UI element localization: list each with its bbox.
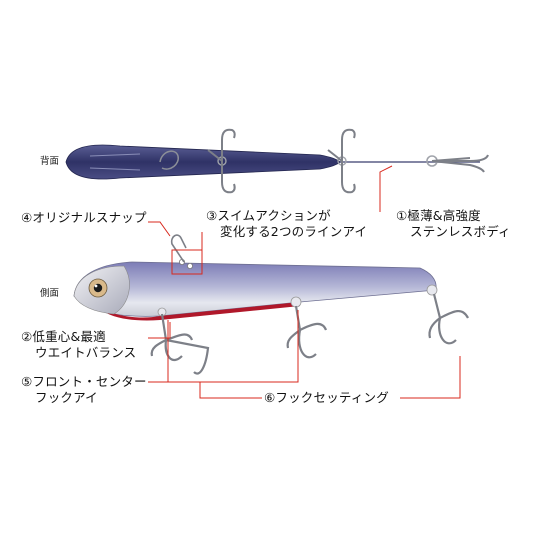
- callout-1-num: ①: [396, 208, 408, 223]
- callout-5-line1: フロント・センター: [32, 374, 147, 389]
- callout-6-num: ⑥: [264, 390, 276, 405]
- callout-3: ③スイムアクションが 変化する2つのラインアイ: [206, 208, 367, 240]
- callout-1-line1: 極薄&高強度: [407, 208, 481, 223]
- callout-1: ①極薄&高強度 ステンレスボディ: [396, 208, 511, 240]
- callout-5-line2: フックアイ: [35, 390, 98, 405]
- side-view-label: 側面: [40, 288, 60, 299]
- snap-icon: [170, 234, 187, 263]
- top-view-label: 背面: [40, 156, 60, 167]
- callout-1-line2: ステンレスボディ: [410, 224, 511, 239]
- callout-3-line2: 変化する2つのラインアイ: [220, 224, 368, 239]
- callout-4: ④オリジナルスナップ: [21, 210, 147, 226]
- callout-2-line1: 低重心&最適: [32, 329, 106, 344]
- callout-3-line1: スイムアクションが: [217, 208, 331, 223]
- leader-lines: [148, 165, 461, 399]
- callout-5-num: ⑤: [21, 374, 33, 389]
- callout-5: ⑤フロント・センター フックアイ: [21, 374, 147, 406]
- callout-2-num: ②: [21, 329, 33, 344]
- callout-4-num: ④: [21, 210, 33, 225]
- callout-2: ②低重心&最適 ウエイトバランス: [21, 329, 136, 361]
- callout-2-line2: ウエイトバランス: [35, 345, 137, 360]
- side-view-lure-illustration: [73, 258, 438, 321]
- callout-3-num: ③: [206, 208, 218, 223]
- top-view-lure-illustration: [65, 144, 480, 180]
- callout-4-line1: オリジナルスナップ: [32, 210, 147, 225]
- callout-6-line1: フックセッティング: [275, 390, 389, 405]
- treble-hook-icon: [207, 128, 489, 194]
- callout-6: ⑥フックセッティング: [264, 390, 389, 406]
